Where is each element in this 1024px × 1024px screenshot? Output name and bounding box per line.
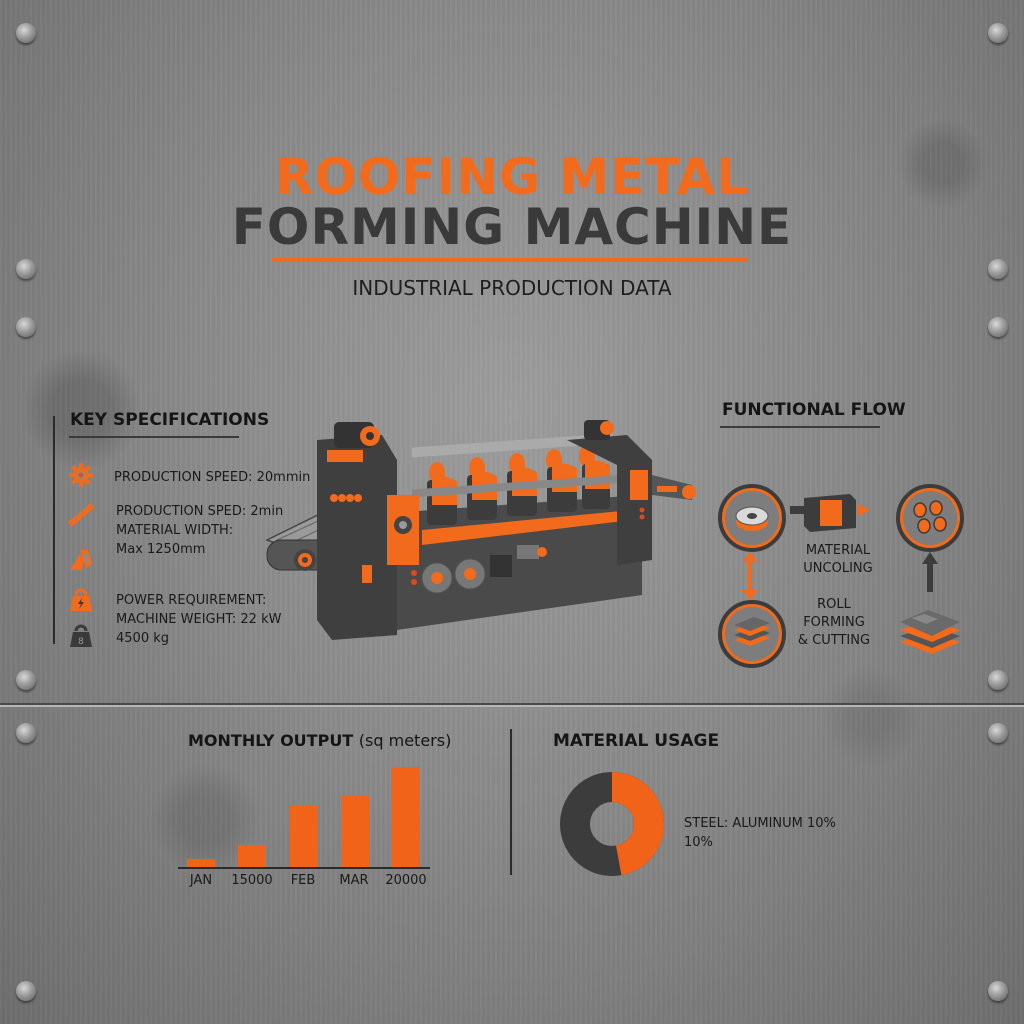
chart-title-main: MONTHLY OUTPUT (188, 731, 354, 750)
title-underline (272, 258, 748, 262)
bar-mar (341, 796, 369, 867)
spec-line: POWER REQUIREMENT: (116, 593, 267, 608)
spec-line: MATERIAL WIDTH: (116, 523, 234, 538)
flow-label-forming: ROLL FORMING & CUTTING (786, 596, 882, 650)
rivet-icon (16, 23, 36, 43)
x-label: 15000 (231, 873, 273, 888)
rivet-icon (988, 317, 1008, 337)
double-arrow-icon (742, 552, 758, 600)
bar-jan (187, 859, 215, 867)
chart-title-unit: (sq meters) (358, 731, 452, 750)
ruler-icon (68, 503, 94, 527)
x-label: JAN (189, 873, 213, 888)
uncoiler-machine-icon (790, 494, 870, 532)
title-line-1: ROOFING METAL (274, 148, 750, 206)
panel-seam-divider (0, 703, 1024, 707)
functional-flow-heading: FUNCTIONAL FLOW (722, 400, 906, 420)
functional-flow-underline (720, 426, 880, 428)
flow-label-line: ROLL (817, 597, 851, 612)
spec-material-width: PRODUCTION SPED: 2min MATERIAL WIDTH: Ma… (116, 502, 283, 559)
x-label: FEB (290, 873, 316, 888)
spec-power-weight: POWER REQUIREMENT: MACHINE WEIGHT: 22 kW… (116, 591, 281, 648)
section-divider (510, 729, 512, 875)
x-label: 20000 (385, 873, 427, 888)
finished-panels-icon (900, 610, 960, 654)
flow-label-uncoiling: MATERIAL UNCOLING (790, 542, 886, 578)
coil-icon (718, 484, 786, 552)
flow-label-line: UNCOLING (803, 561, 873, 576)
gear-icon (69, 463, 93, 487)
monthly-output-title: MONTHLY OUTPUT (sq meters) (188, 731, 451, 750)
rivet-icon (988, 23, 1008, 43)
title-line-2: FORMING MACHINE (231, 198, 793, 256)
rivet-icon (16, 723, 36, 743)
rollers-icon (896, 484, 964, 552)
spec-production-speed: PRODUCTION SPEED: 20mmin (114, 470, 311, 485)
rivet-icon (988, 723, 1008, 743)
bar-15000 (238, 845, 266, 867)
rivet-icon (16, 259, 36, 279)
rivet-icon (16, 317, 36, 337)
spec-line: Max 1250mm (116, 542, 206, 557)
flow-label-line: & CUTTING (797, 633, 871, 648)
bar-feb (290, 805, 318, 867)
rivet-icon (988, 981, 1008, 1001)
legend-line: STEEL: ALUMINUM 10% (684, 816, 836, 831)
x-label: MAR (339, 873, 369, 888)
material-usage-legend: STEEL: ALUMINUM 10% 10% (684, 814, 836, 852)
flow-label-line: MATERIAL (805, 543, 871, 558)
spec-line: MACHINE WEIGHT: 22 kW (116, 612, 282, 627)
rivet-icon (16, 981, 36, 1001)
up-arrow-icon (922, 552, 938, 592)
x-axis (178, 867, 430, 869)
roll-forming-machine-illustration (265, 420, 696, 640)
specs-vertical-rule (53, 416, 55, 644)
rivet-icon (16, 670, 36, 690)
bar-20000 (391, 767, 419, 867)
rivet-icon (988, 259, 1008, 279)
weight-icon: 8 (70, 624, 92, 647)
subtitle: INDUSTRIAL PRODUCTION DATA (352, 276, 672, 300)
material-donut-chart (560, 772, 664, 876)
stacked-sheets-icon (718, 600, 786, 668)
key-specifications-heading: KEY SPECIFICATIONS (70, 410, 270, 430)
power-weight-icon (70, 588, 92, 611)
material-icon (70, 550, 92, 570)
spec-line: PRODUCTION SPED: 2min (116, 504, 284, 519)
material-usage-title: MATERIAL USAGE (553, 731, 720, 751)
rivet-icon (988, 670, 1008, 690)
svg-text:8: 8 (78, 637, 84, 647)
spec-line: 4500 kg (116, 631, 169, 646)
key-specifications-underline (69, 436, 239, 438)
flow-label-line: FORMING (803, 615, 865, 630)
legend-line: 10% (684, 835, 713, 850)
